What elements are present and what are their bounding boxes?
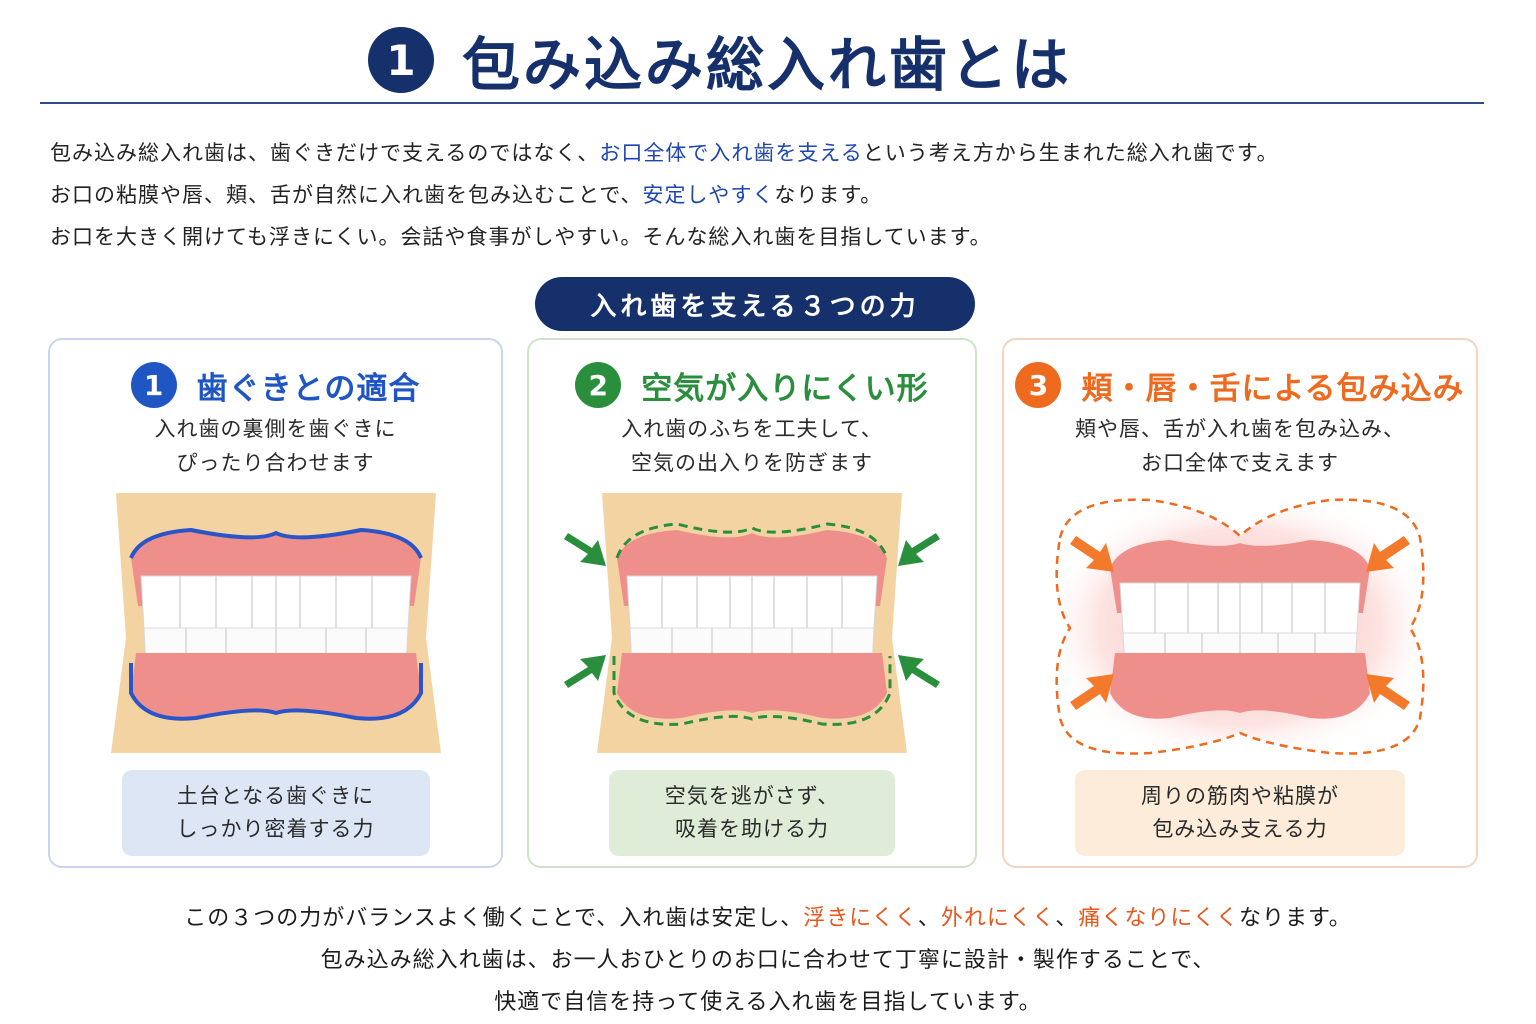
card-header: 2 空気が入りにくい形 — [529, 362, 975, 408]
card-description: 頬や唇、舌が入れ歯を包み込み、 お口全体で支えます — [1075, 417, 1405, 475]
intro-highlight-1: お口全体で入れ歯を支える — [599, 141, 863, 165]
denture-seal-illustration — [564, 493, 940, 753]
card-description: 入れ歯のふちを工夫して、 空気の出入りを防ぎます — [621, 417, 883, 475]
card-caption: 土台となる歯ぐきに しっかり密着する力 — [121, 770, 430, 856]
intro-line-1: 包み込み総入れ歯は、歯ぐきだけで支えるのではなく、お口全体で入れ歯を支えるという… — [50, 141, 1279, 165]
card-caption: 空気を逃がさず、 吸着を助ける力 — [609, 770, 895, 856]
card-title: 頬・唇・舌による包み込み — [1081, 370, 1465, 407]
page-title: 包み込み総入れ歯とは — [462, 31, 1073, 99]
section-pill-label: 入れ歯を支える３つの力 — [535, 277, 975, 331]
outro-line-1: この３つの力がバランスよく働くことで、入れ歯は安定し、浮きにくく、外れにくく、痛… — [184, 906, 1352, 931]
outro-line-3: 快適で自信を持って使える入れ歯を目指しています。 — [494, 990, 1042, 1015]
card-gum-fit: 1 歯ぐきとの適合 入れ歯の裏側を歯ぐきに ぴったり合わせます 土台となる歯ぐき… — [48, 338, 503, 868]
outro-highlight-1: 浮きにくく — [803, 906, 918, 931]
outro-text: この３つの力がバランスよく働くことで、入れ歯は安定し、浮きにくく、外れにくく、痛… — [0, 898, 1536, 1024]
denture-fit-illustration — [110, 493, 441, 753]
title-divider — [40, 102, 1484, 104]
card-number-badge: 1 — [130, 362, 177, 408]
card-number-badge: 2 — [575, 362, 622, 408]
card-caption: 周りの筋肉や粘膜が 包み込み支える力 — [1075, 770, 1405, 856]
intro-line-2: お口の粘膜や唇、頬、舌が自然に入れ歯を包み込むことで、安定しやすくなります。 — [50, 183, 883, 207]
section-header: 1 包み込み総入れ歯とは — [0, 10, 1536, 99]
intro-text: 包み込み総入れ歯は、歯ぐきだけで支えるのではなく、お口全体で入れ歯を支えるという… — [50, 132, 1490, 258]
card-number-badge: 3 — [1015, 362, 1062, 408]
card-wrap-support: 3 頬・唇・舌による包み込み 頬や唇、舌が入れ歯を包み込み、 お口全体で支えます — [1002, 338, 1478, 868]
card-description: 入れ歯の裏側を歯ぐきに ぴったり合わせます — [154, 417, 397, 475]
card-header: 3 頬・唇・舌による包み込み — [1004, 362, 1476, 408]
intro-line-3: お口を大きく開けても浮きにくい。会話や食事がしやすい。そんな総入れ歯を目指してい… — [50, 225, 992, 249]
outro-highlight-3: 痛くなりにくく — [1078, 906, 1239, 931]
card-header: 1 歯ぐきとの適合 — [50, 362, 501, 408]
card-title: 空気が入りにくい形 — [641, 370, 929, 407]
denture-wrap-illustration — [1055, 498, 1425, 755]
card-title: 歯ぐきとの適合 — [196, 370, 421, 407]
card-air-seal: 2 空気が入りにくい形 入れ歯のふちを工夫して、 空気の出入りを防ぎます 空気を… — [527, 338, 977, 868]
section-number-badge: 1 — [368, 27, 434, 93]
intro-highlight-2: 安定しやすく — [642, 183, 775, 207]
outro-line-2: 包み込み総入れ歯は、お一人おひとりのお口に合わせて丁寧に設計・製作することで、 — [320, 948, 1216, 973]
outro-highlight-2: 外れにくく — [940, 906, 1056, 931]
